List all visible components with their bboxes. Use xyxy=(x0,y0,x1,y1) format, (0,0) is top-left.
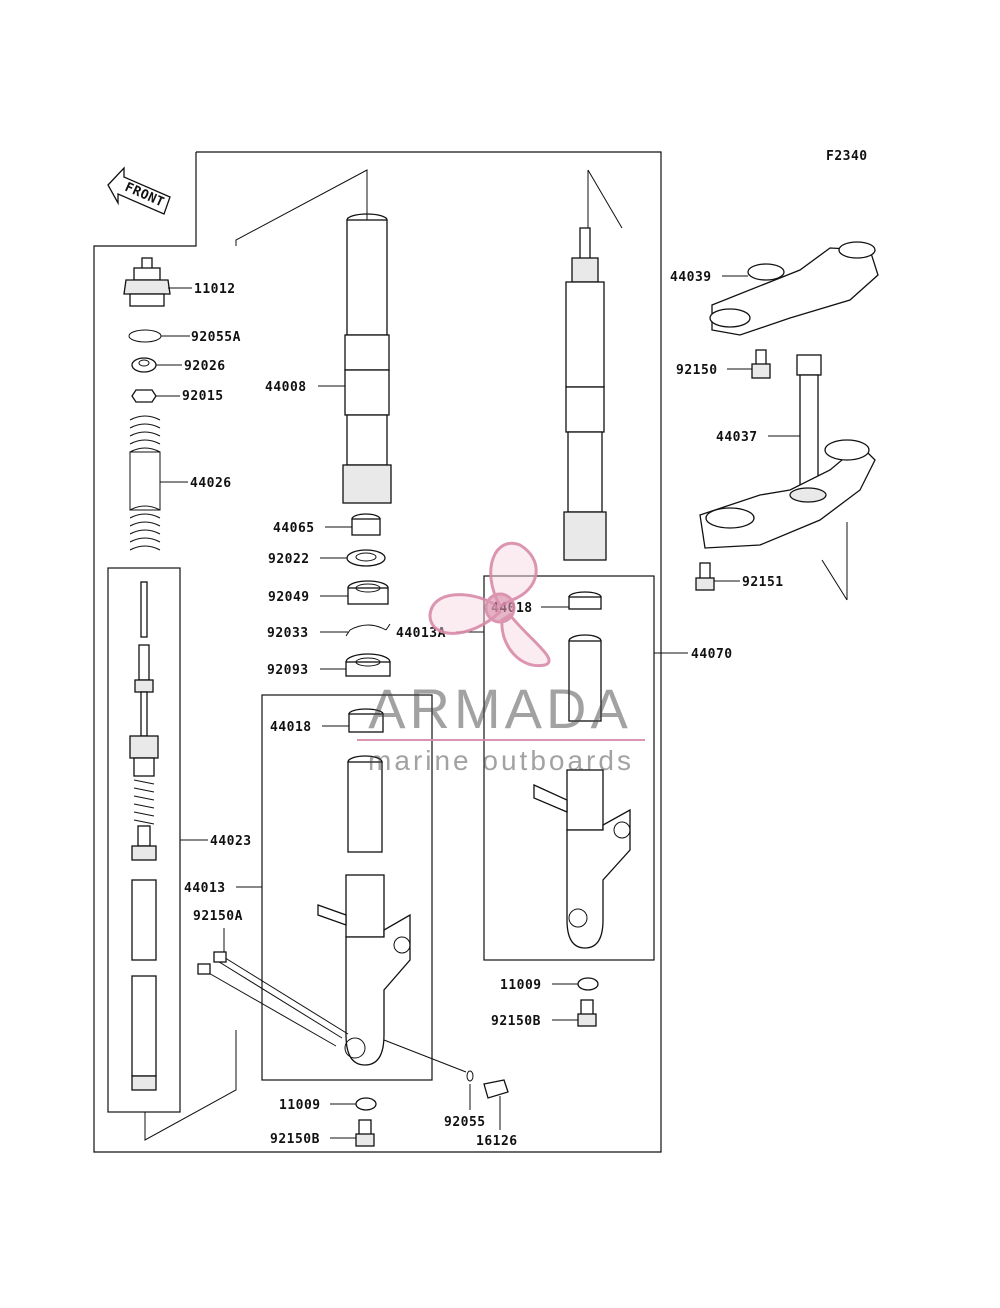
label-92150A: 92150A xyxy=(193,909,243,924)
propeller-logo-icon xyxy=(428,541,551,668)
label-92055: 92055 xyxy=(444,1115,486,1130)
label-11009-left: 11009 xyxy=(279,1098,321,1113)
label-44013: 44013 xyxy=(184,881,226,896)
drain-plug-16126 xyxy=(483,1079,509,1099)
label-92093: 92093 xyxy=(267,663,309,678)
label-92026: 92026 xyxy=(184,359,226,374)
inner-tube-44008 xyxy=(342,213,392,504)
leader-lines xyxy=(144,169,848,1141)
label-44065: 44065 xyxy=(273,521,315,536)
guide-bushing-44018-left xyxy=(348,708,384,733)
circlip-92033 xyxy=(345,623,391,637)
bolt-92150-clamp xyxy=(751,349,771,379)
watermark-brand: ARMADA xyxy=(368,677,632,740)
o-ring-92055 xyxy=(466,1070,474,1082)
front-arrow-icon: FRONT xyxy=(107,166,171,215)
outer-tube-44013 xyxy=(317,755,411,1066)
label-44013A: 44013A xyxy=(396,626,446,641)
label-11012: 11012 xyxy=(194,282,236,297)
damper-cartridge xyxy=(129,581,159,1091)
label-92150B-left: 92150B xyxy=(270,1132,320,1147)
spring-44026 xyxy=(129,415,161,551)
watermark-tagline: marine outboards xyxy=(368,745,634,776)
label-44018-left: 44018 xyxy=(270,720,312,735)
upper-clamp-44039 xyxy=(709,241,879,336)
label-44037: 44037 xyxy=(716,430,758,445)
right-fork-upper xyxy=(563,227,607,561)
label-44039: 44039 xyxy=(670,270,712,285)
gasket-11009-right xyxy=(577,977,599,991)
label-44026: 44026 xyxy=(190,476,232,491)
washer-92026 xyxy=(131,357,157,373)
gasket-11009-left xyxy=(355,1097,377,1111)
label-92150B-right: 92150B xyxy=(491,1014,541,1029)
main-frame xyxy=(93,151,662,1153)
bolt-92150B-left xyxy=(355,1119,375,1147)
label-92151: 92151 xyxy=(742,575,784,590)
armada-watermark: ARMADA marine outboards xyxy=(357,541,645,776)
nut-92015 xyxy=(131,389,157,403)
bolt-92150B-right xyxy=(577,999,597,1027)
label-44070: 44070 xyxy=(691,647,733,662)
label-11009-right: 11009 xyxy=(500,978,542,993)
bolt-92151 xyxy=(695,562,715,591)
washer-92022 xyxy=(346,549,386,567)
label-92022: 92022 xyxy=(268,552,310,567)
right-fork-frame xyxy=(483,575,655,961)
label-16126: 16126 xyxy=(476,1134,518,1149)
right-outer-tube xyxy=(533,634,631,949)
o-ring xyxy=(128,329,162,343)
bushing-44065 xyxy=(351,513,381,536)
label-44023: 44023 xyxy=(210,834,252,849)
label-92055A: 92055A xyxy=(191,330,241,345)
guide-bushing-44018-right xyxy=(568,591,602,610)
label-92033: 92033 xyxy=(267,626,309,641)
figure-code: F2340 xyxy=(826,149,868,164)
axle-bolts-92150A xyxy=(197,951,349,1047)
part-labels: 11012 92055A 92026 92015 44026 44008 440… xyxy=(182,270,784,1149)
fork-cap-bolt xyxy=(123,257,171,307)
dust-seal-92093 xyxy=(345,653,391,677)
label-44008: 44008 xyxy=(265,380,307,395)
label-92049: 92049 xyxy=(268,590,310,605)
oil-seal-92049 xyxy=(347,580,389,605)
stem-lower-clamp-44037 xyxy=(699,354,876,549)
label-92015: 92015 xyxy=(182,389,224,404)
label-92150: 92150 xyxy=(676,363,718,378)
